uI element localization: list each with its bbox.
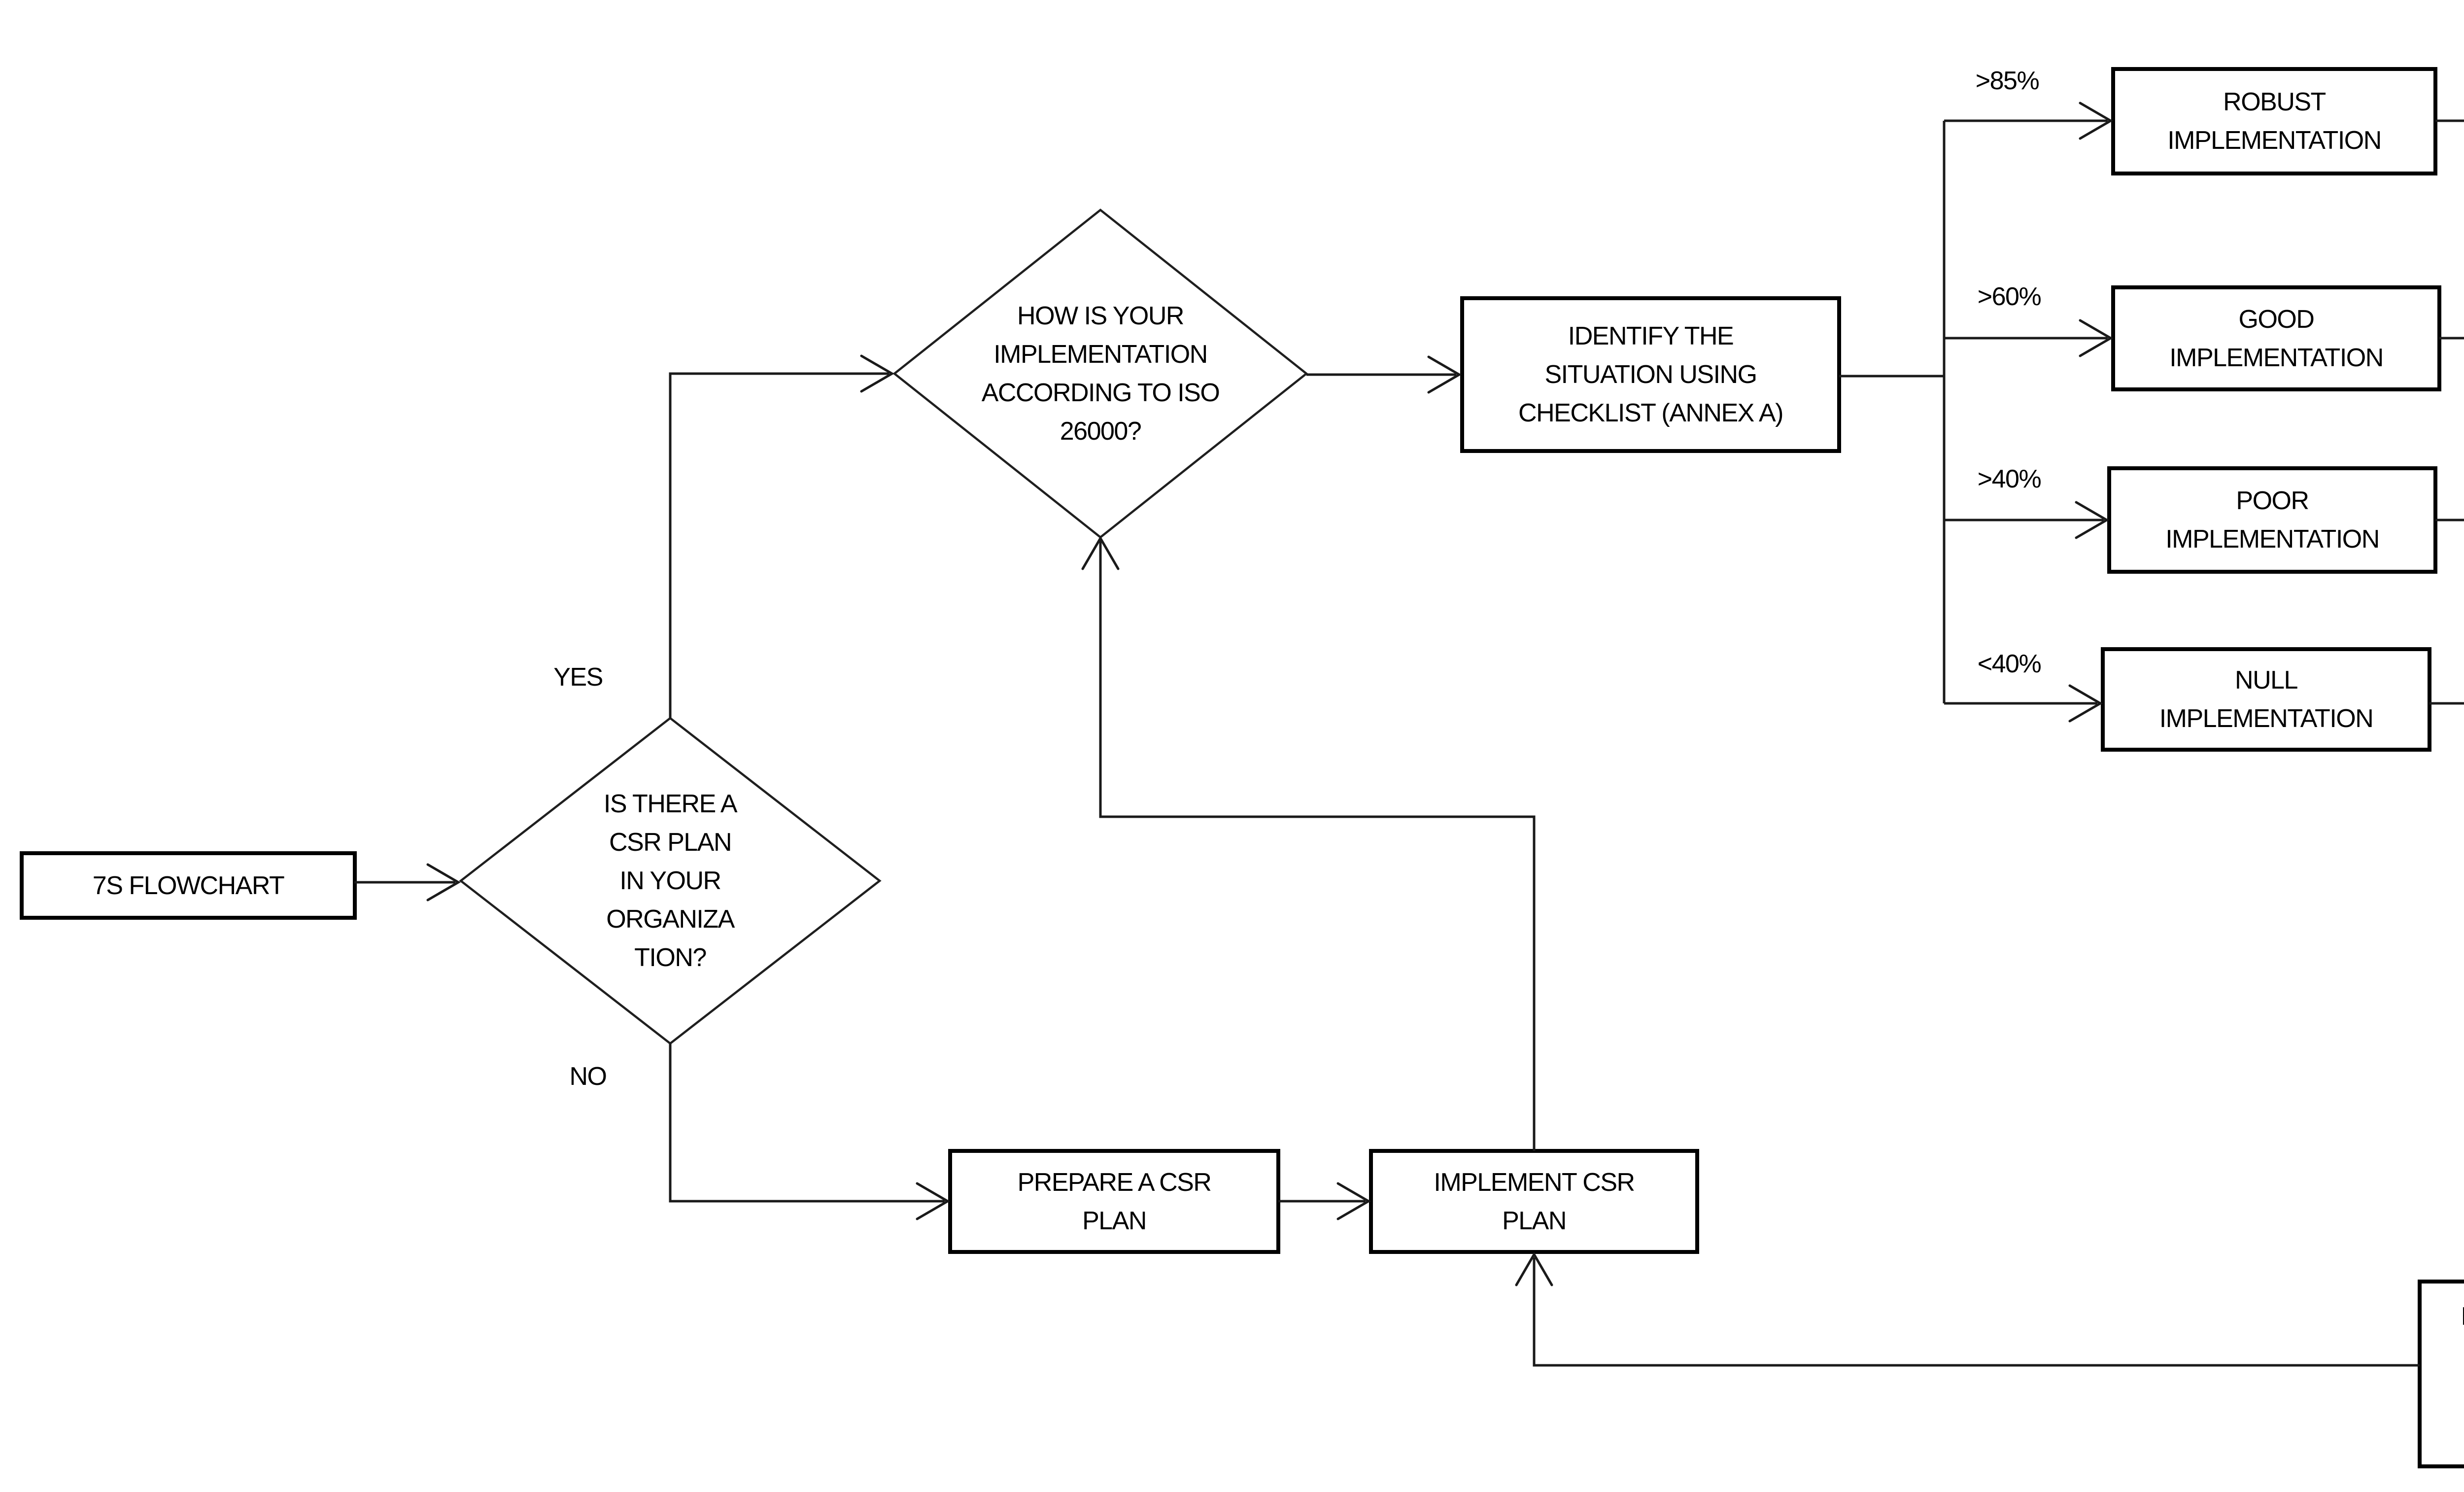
node-prepare: PREPARE A CSR PLAN — [1017, 1168, 1212, 1235]
node-robust: ROBUST IMPLEMENTATION — [2167, 88, 2382, 155]
node-start: 7S FLOWCHART — [92, 871, 285, 900]
edge-plan-no-to-prepare — [669, 1043, 945, 1203]
arrow-into-robust — [2079, 102, 2113, 140]
edge-label-no-plan: NO — [569, 1062, 608, 1091]
arrow-into-good — [2079, 319, 2113, 357]
connectors — [354, 119, 2464, 1367]
edge-implement-to-how — [1099, 540, 1536, 1151]
node-boxes — [20, 67, 2464, 1468]
edge-review-to-implement — [1533, 1257, 2420, 1367]
node-box-start — [20, 851, 357, 920]
node-how-implementation: HOW IS YOUR IMPLEMENTATION ACCORDING TO … — [981, 302, 1220, 446]
node-review: REVIEW YOUR CSR PLAN, MAKE SURE IT IS AC… — [2420, 1282, 2464, 1466]
arrow-into-prepare — [916, 1182, 950, 1220]
arrowheads — [426, 102, 2113, 1286]
edge-label-lt40: <40% — [1977, 650, 2042, 678]
edge-plan-yes-to-how — [669, 372, 889, 718]
edge-label-yes-plan: YES — [553, 663, 603, 692]
arrow-into-implement-left — [1336, 1182, 1371, 1220]
node-identify: IDENTIFY THE SITUATION USING CHECKLIST (… — [1518, 322, 1783, 427]
arrow-into-poor — [2075, 501, 2109, 539]
node-box-poor — [2107, 466, 2437, 574]
node-plan-exists: IS THERE A CSR PLAN IN YOUR ORGANIZA TIO… — [603, 790, 738, 972]
arrow-into-null — [2068, 684, 2103, 723]
node-implement: IMPLEMENT CSR PLAN — [1434, 1168, 1635, 1235]
arrow-into-how-bottom — [1081, 536, 1120, 570]
arrow-into-plan-exists — [426, 863, 461, 902]
node-box-prepare — [948, 1149, 1280, 1254]
edge-label-gt40: >40% — [1977, 465, 2042, 493]
arrow-into-implement-bottom — [1515, 1252, 1553, 1286]
node-box-implement — [1369, 1149, 1699, 1254]
edge-label-gt60: >60% — [1977, 282, 2042, 311]
node-good: GOOD IMPLEMENTATION — [2169, 305, 2384, 372]
decision-diamonds — [459, 208, 1308, 1045]
edge-label-gt85: >85% — [1975, 67, 2040, 95]
node-null: NULL IMPLEMENTATION — [2159, 666, 2374, 733]
node-box-robust — [2111, 67, 2437, 175]
edge-poor-to-review — [2435, 519, 2464, 521]
node-box-identify — [1460, 296, 1841, 453]
node-poor: POOR IMPLEMENTATION — [2165, 486, 2380, 554]
arrow-into-how — [860, 354, 894, 393]
arrow-into-identify — [1427, 355, 1462, 394]
node-box-null — [2101, 647, 2431, 752]
node-box-review — [2418, 1280, 2464, 1468]
edge-good-to-enhance — [2439, 337, 2464, 340]
